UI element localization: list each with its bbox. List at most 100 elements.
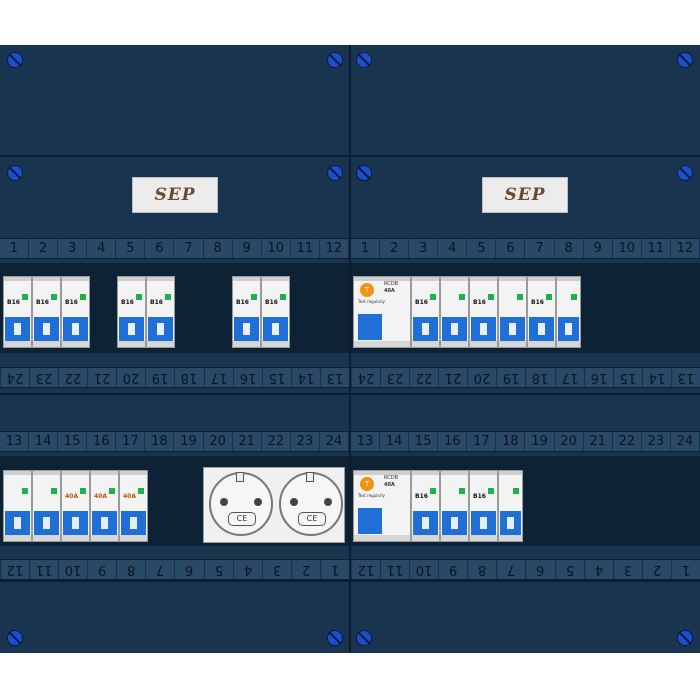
slot-number: 7 [496,560,526,579]
indicator-icon [109,488,115,494]
circuit-breaker[interactable]: B16 [3,276,32,348]
slot-number: 2 [290,560,320,579]
screw-icon [327,52,343,68]
rcbo-rating: 40A [94,493,107,500]
circuit-breaker[interactable]: B16 [117,276,146,348]
circuit-breaker[interactable]: B16 [411,276,440,348]
breaker-toggle[interactable] [471,317,496,341]
breaker-toggle[interactable] [92,511,117,535]
circuit-breaker[interactable]: B16 [469,276,498,348]
indicator-icon [51,294,57,300]
circuit-breaker[interactable] [32,470,61,542]
slot-number: 18 [145,432,175,451]
slot-number: 18 [174,368,204,387]
rcd-toggle[interactable] [358,508,382,534]
circuit-breaker[interactable] [556,276,581,348]
breaker-toggle[interactable] [5,511,30,535]
slot-number: 15 [409,432,439,451]
circuit-breaker[interactable] [440,470,469,542]
circuit-breaker[interactable]: B16 [527,276,556,348]
slot-number: 3 [612,560,642,579]
breaker-toggle[interactable] [413,317,438,341]
circuit-breaker[interactable] [498,276,527,348]
breaker-toggle[interactable] [34,317,59,341]
slot-number: 16 [438,432,468,451]
breaker-toggle[interactable] [558,317,579,341]
breaker-toggle[interactable] [442,511,467,535]
slot-number: 10 [262,239,291,258]
breaker-toggle[interactable] [413,511,438,535]
rcbo[interactable]: 40A [90,470,119,542]
indicator-icon [165,294,171,300]
breaker-toggle[interactable] [121,511,146,535]
slot-number: 23 [291,432,320,451]
slot-number: 23 [380,368,410,387]
ce-mark: CE [228,512,256,526]
slot-number: 8 [116,560,146,579]
circuit-breaker[interactable]: B16 [469,470,498,542]
breaker-toggle[interactable] [442,317,467,341]
circuit-breaker[interactable]: B16 [32,276,61,348]
breaker-toggle[interactable] [500,317,525,341]
socket-outlet[interactable]: CE [206,470,276,542]
breaker-rating: B16 [265,299,278,306]
slot-number: 20 [467,368,497,387]
breaker-toggle[interactable] [63,511,88,535]
slot-number: 2 [29,239,59,258]
screw-icon [7,630,23,646]
circuit-breaker[interactable]: B16 [61,276,90,348]
slot-number: 10 [613,239,642,258]
circuit-breaker[interactable] [440,276,469,348]
slot-number: 6 [496,239,526,258]
slot-number: 19 [145,368,175,387]
screw-icon [327,165,343,181]
breaker-toggle[interactable] [500,511,521,535]
slot-number: 14 [380,432,410,451]
circuit-breaker[interactable]: B16 [146,276,175,348]
brand-logo: SEP [132,177,218,213]
brand-logo-text: SEP [154,185,196,205]
slot-number: 3 [261,560,291,579]
rcd-type: RCDB [384,475,398,481]
slot-number: 6 [174,560,204,579]
slot-number: 11 [291,239,320,258]
rcbo[interactable]: 40A [61,470,90,542]
slot-number: 3 [58,239,88,258]
breaker-rating: B16 [121,299,134,306]
slot-number: 12 [320,239,349,258]
slot-number: 20 [204,432,233,451]
screw-icon [356,165,372,181]
breaker-toggle[interactable] [119,317,144,341]
breaker-toggle[interactable] [234,317,259,341]
socket-outlet[interactable]: CE [276,470,344,542]
indicator-icon [430,294,436,300]
number-strip-row1-top-left: 1 2 3 4 5 6 7 8 9 10 11 12 [0,238,349,259]
rcd-switch[interactable]: T Test regularly RCDB 40A [353,470,411,542]
number-strip-row2-bottom-left: 12 11 10 9 8 7 6 5 4 3 2 1 [0,559,349,580]
slot-number: 4 [583,560,613,579]
slot-number: 24 [351,368,381,387]
screw-icon [7,165,23,181]
breaker-toggle[interactable] [148,317,173,341]
slot-number: 21 [87,368,117,387]
circuit-breaker[interactable]: B16 [261,276,290,348]
rcd-toggle[interactable] [358,314,382,340]
breaker-toggle[interactable] [529,317,554,341]
rcd-switch[interactable]: T Test regularly RCDB 40A [353,276,411,348]
circuit-breaker[interactable] [3,470,32,542]
screw-icon [327,630,343,646]
breaker-toggle[interactable] [263,317,288,341]
breaker-toggle[interactable] [5,317,30,341]
breaker-rating: B16 [36,299,49,306]
breaker-toggle[interactable] [63,317,88,341]
circuit-breaker[interactable] [498,470,523,542]
slot-number: 22 [58,368,88,387]
breaker-rating: B16 [415,493,428,500]
breaker-toggle[interactable] [471,511,496,535]
rcbo[interactable]: 40A [119,470,148,542]
slot-number: 12 [671,239,700,258]
slot-number: 2 [380,239,410,258]
circuit-breaker[interactable]: B16 [232,276,261,348]
circuit-breaker[interactable]: B16 [411,470,440,542]
breaker-toggle[interactable] [34,511,59,535]
